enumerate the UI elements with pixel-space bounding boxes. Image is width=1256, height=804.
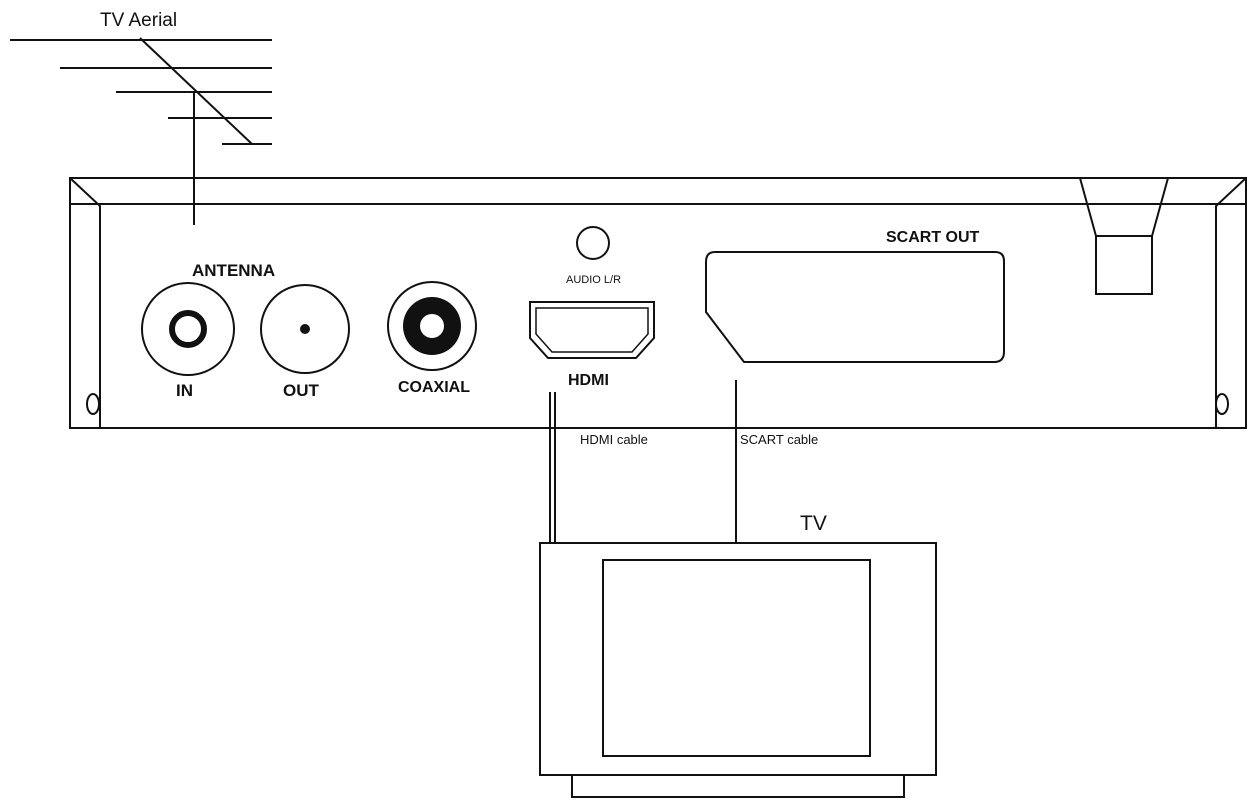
scart-cable-label: SCART cable: [740, 432, 818, 447]
tv-label: TV: [800, 512, 827, 535]
antenna-out-connector[interactable]: [260, 284, 350, 374]
aerial-label: TV Aerial: [100, 10, 177, 31]
tv-set: [539, 542, 937, 798]
right-screw-hole: [1215, 393, 1229, 415]
hdmi-label: HDMI: [568, 372, 609, 389]
coaxial-label: COAXIAL: [398, 379, 470, 396]
left-screw-hole: [86, 393, 100, 415]
scart-out-label: SCART OUT: [886, 229, 980, 246]
audio-label: AUDIO L/R: [566, 274, 621, 286]
scart-out-port[interactable]: [705, 251, 1005, 363]
antenna-label: ANTENNA: [192, 261, 275, 280]
antenna-out-label: OUT: [283, 381, 320, 400]
tv-aerial: TV Aerial: [10, 10, 272, 225]
set-top-box-rear-panel: [69, 177, 1247, 429]
hdmi-cable-label: HDMI cable: [580, 432, 648, 447]
antenna-in-label: IN: [176, 381, 193, 400]
hdmi-cable: [549, 392, 556, 543]
coaxial-connector[interactable]: [387, 281, 477, 371]
antenna-in-connector[interactable]: [141, 282, 235, 376]
hdmi-port[interactable]: [529, 301, 655, 359]
audio-jack[interactable]: [576, 226, 610, 260]
